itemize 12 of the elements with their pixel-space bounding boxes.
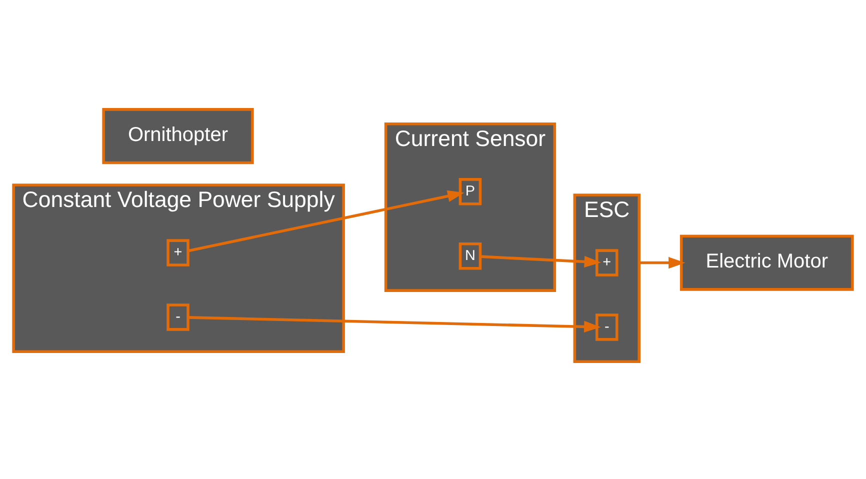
node-box: N: [458, 242, 482, 270]
node-box: +: [596, 248, 618, 276]
node-box: +: [166, 238, 190, 266]
arrow: [188, 190, 464, 252]
arrow: [188, 316, 601, 332]
arrow: [480, 254, 602, 268]
node-box: Ornithopter: [102, 108, 254, 164]
node-box: -: [596, 313, 618, 340]
node-box: Electric Motor: [680, 234, 854, 290]
node-box: -: [166, 303, 190, 330]
node-box: P: [458, 178, 482, 205]
arrow: [639, 256, 686, 268]
